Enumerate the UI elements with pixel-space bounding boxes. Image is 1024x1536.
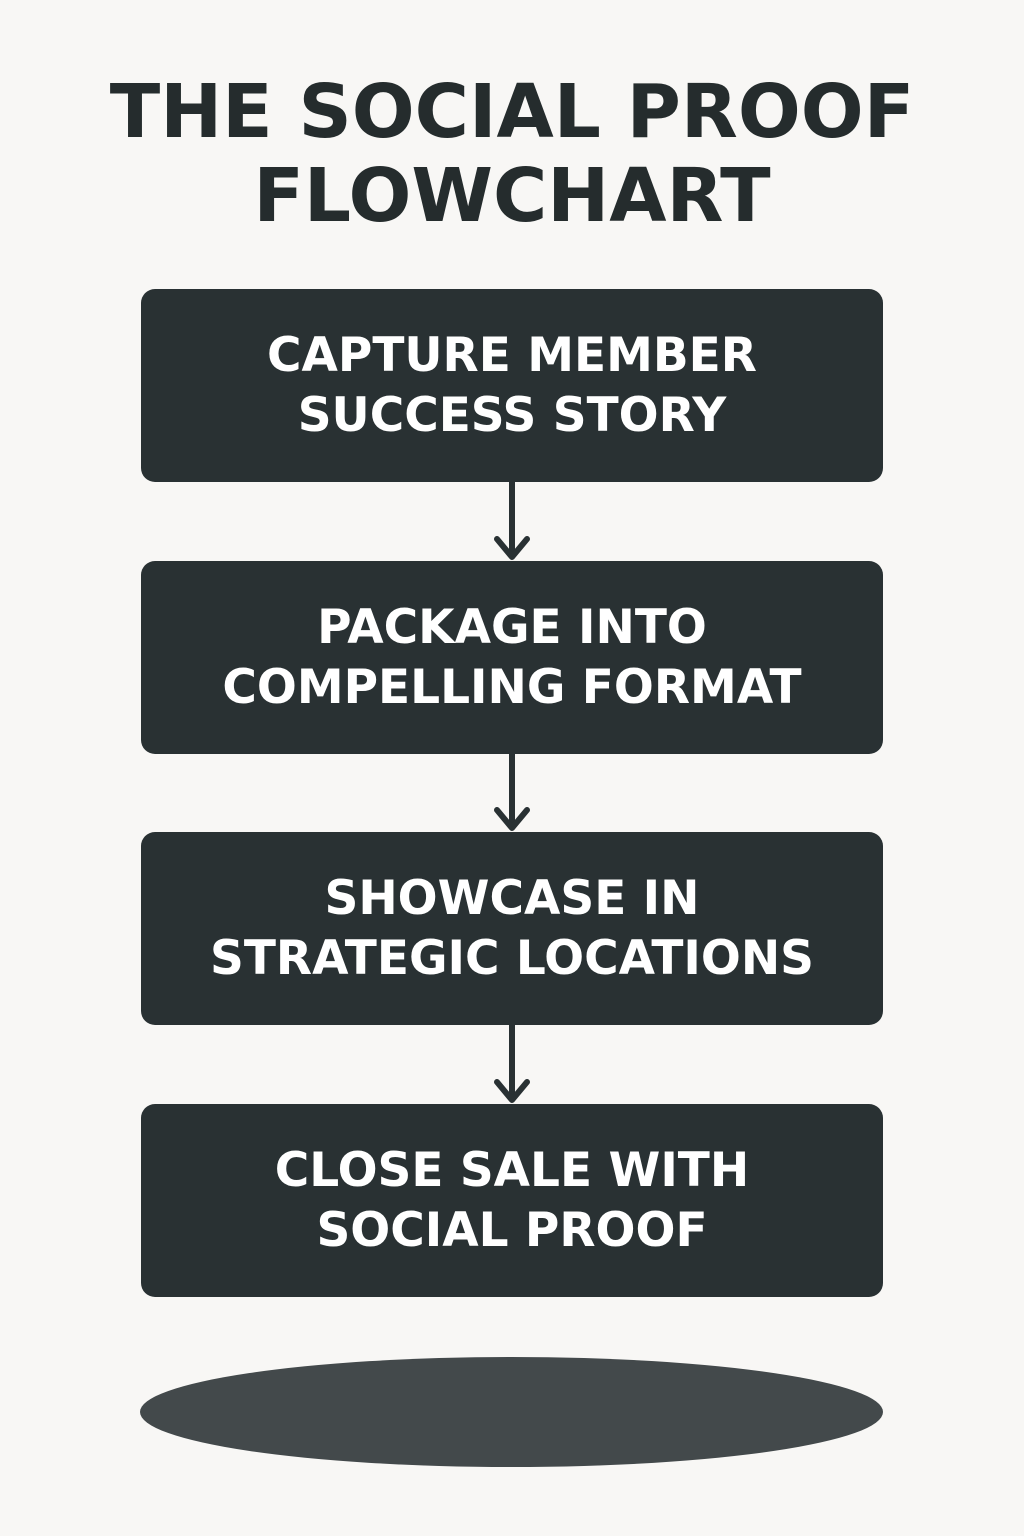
step-text: COMPELLING FORMAT	[222, 659, 802, 715]
title-line-2: FLOWCHART	[253, 153, 771, 239]
step-text: SOCIAL PROOF	[316, 1202, 708, 1258]
step-text: SHOWCASE IN	[324, 870, 700, 926]
step-text: PACKAGE INTO	[317, 599, 707, 655]
page-title: THE SOCIAL PROOF FLOWCHART	[0, 70, 1024, 238]
step-text: SUCCESS STORY	[297, 387, 727, 443]
step-capture-story: CAPTURE MEMBER SUCCESS STORY	[141, 289, 883, 482]
step-close-sale: CLOSE SALE WITH SOCIAL PROOF	[141, 1104, 883, 1297]
title-line-1: THE SOCIAL PROOF	[109, 69, 915, 155]
arrow-down-icon	[494, 1025, 530, 1103]
step-text: CLOSE SALE WITH	[274, 1142, 750, 1198]
step-showcase-locations: SHOWCASE IN STRATEGIC LOCATIONS	[141, 832, 883, 1025]
terminal-pill-shape	[140, 1357, 883, 1467]
step-text: CAPTURE MEMBER	[267, 327, 757, 383]
arrow-down-icon	[494, 482, 530, 560]
step-text: STRATEGIC LOCATIONS	[209, 930, 815, 986]
step-package-format: PACKAGE INTO COMPELLING FORMAT	[141, 561, 883, 754]
arrow-down-icon	[494, 753, 530, 831]
